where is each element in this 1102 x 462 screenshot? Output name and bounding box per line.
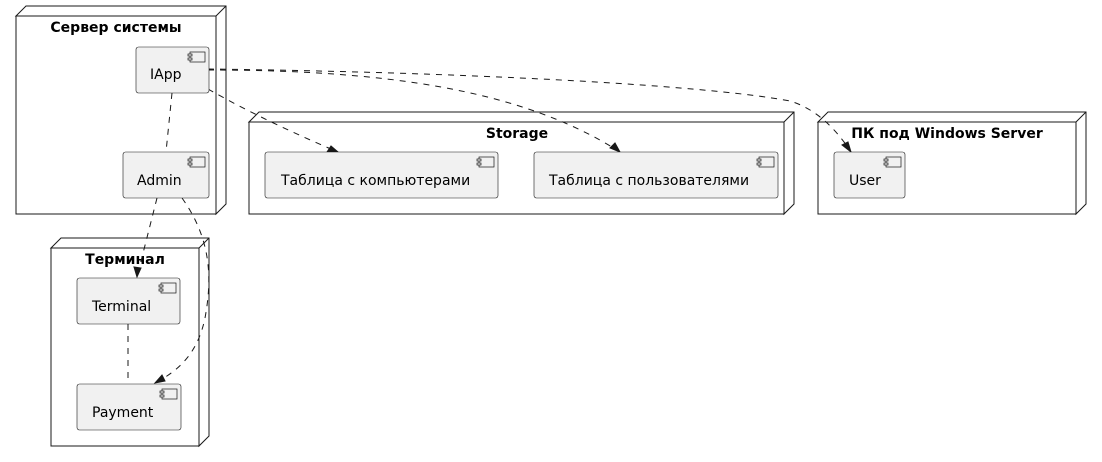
component-icon (159, 388, 178, 400)
component-computers-table[interactable]: Таблица с компьютерами (264, 151, 499, 199)
component-admin[interactable]: Admin (122, 151, 210, 199)
link-iapp-user-arrow (841, 141, 852, 154)
component-users-table[interactable]: Таблица с пользователями (533, 151, 779, 199)
component-computers-table-box[interactable] (264, 151, 499, 199)
component-users-table-box[interactable] (533, 151, 779, 199)
component-terminal[interactable]: Terminal (76, 277, 181, 325)
component-payment-box[interactable] (76, 383, 182, 431)
component-admin-box[interactable] (122, 151, 210, 199)
node-pc-title: ПК под Windows Server (851, 126, 1043, 142)
node-pc-box (817, 121, 1077, 215)
link-iapp-user (207, 68, 852, 153)
link-iapp-computers (207, 88, 339, 153)
component-computers-table-label: Таблица с компьютерами (280, 173, 470, 189)
node-pc: ПК под Windows Server (816, 111, 1087, 216)
component-user[interactable]: User (833, 151, 906, 199)
component-terminal-box[interactable] (76, 277, 181, 325)
link-admin-terminal-arrow (133, 266, 142, 279)
link-admin-terminal (136, 197, 158, 278)
component-user-label: User (849, 173, 881, 189)
component-iapp-label: IApp (150, 67, 182, 83)
component-users-table-label: Таблица с пользователями (548, 173, 749, 189)
link-admin-payment-arrow (153, 374, 166, 384)
link-admin-payment (154, 197, 210, 384)
node-server-title: Сервер системы (50, 20, 181, 36)
component-iapp[interactable]: IApp (135, 46, 210, 94)
link-iapp-users (207, 69, 621, 153)
component-payment-label: Payment (92, 405, 154, 421)
component-icon (883, 156, 902, 168)
component-icon (158, 282, 177, 294)
component-payment[interactable]: Payment (76, 383, 182, 431)
links (127, 68, 852, 384)
node-terminal-title: Терминал (85, 252, 165, 268)
component-terminal-label: Terminal (91, 299, 151, 315)
component-icon (187, 156, 206, 168)
component-icon (187, 51, 206, 63)
component-icon (476, 156, 495, 168)
node-storage-title: Storage (486, 126, 548, 142)
component-icon (756, 156, 775, 168)
component-admin-label: Admin (137, 173, 182, 189)
link-iapp-admin (165, 92, 173, 153)
link-iapp-users-arrow (609, 142, 622, 153)
